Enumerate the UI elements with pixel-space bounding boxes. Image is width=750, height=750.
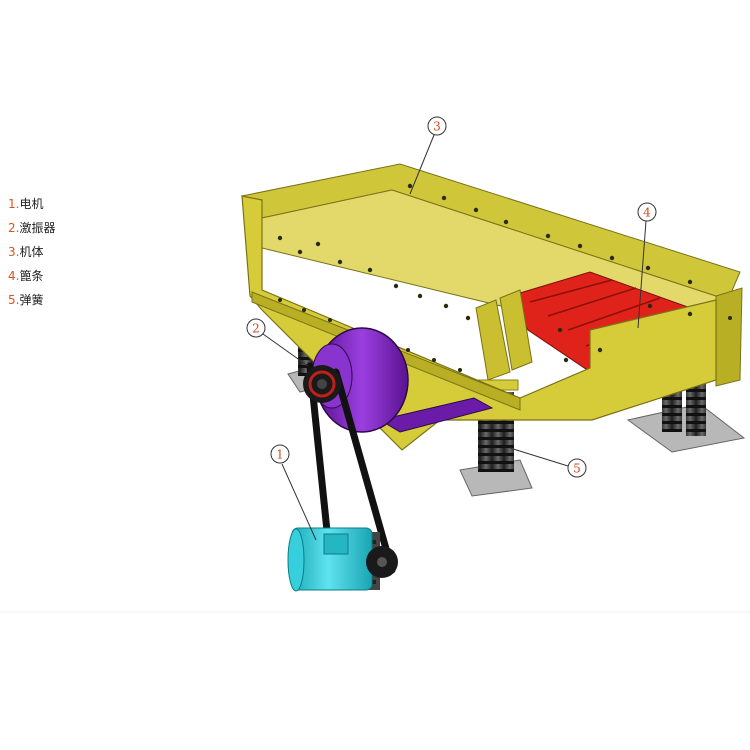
legend-item-exciter: 2.激振器 (8, 221, 56, 235)
motor-end-cap (287, 528, 305, 592)
legend-item-spring: 5.弹簧 (8, 293, 44, 307)
legend-item-body: 3.机体 (8, 245, 44, 259)
legend-item-motor: 1.电机 (8, 197, 44, 211)
callout-3: 3 (409, 116, 447, 195)
stiffener-rib (499, 289, 533, 371)
motor-terminal-box (323, 533, 349, 555)
exciter-pulley-rim (308, 370, 336, 398)
callout-number: 1 (276, 448, 284, 462)
exciter-pulley-hub (317, 379, 327, 389)
motor-pulley-hub (377, 557, 387, 567)
exciter-housing (378, 397, 494, 433)
callout-5: 5 (509, 447, 587, 478)
callout-number: 4 (643, 206, 651, 220)
component-legend: 1.电机 2.激振器 3.机体 4.篦条 5.弹簧 (8, 192, 88, 312)
callout-number: 2 (252, 322, 260, 336)
legend-item-grate: 4.篦条 (8, 269, 44, 283)
callout-4: 4 (637, 202, 657, 329)
stiffener-rib (475, 299, 511, 381)
callout-number: 3 (433, 120, 441, 134)
feeder-right-flange (715, 287, 743, 387)
callout-2: 2 (246, 318, 309, 367)
callout-number: 5 (573, 462, 581, 476)
callout-1: 1 (270, 444, 317, 541)
